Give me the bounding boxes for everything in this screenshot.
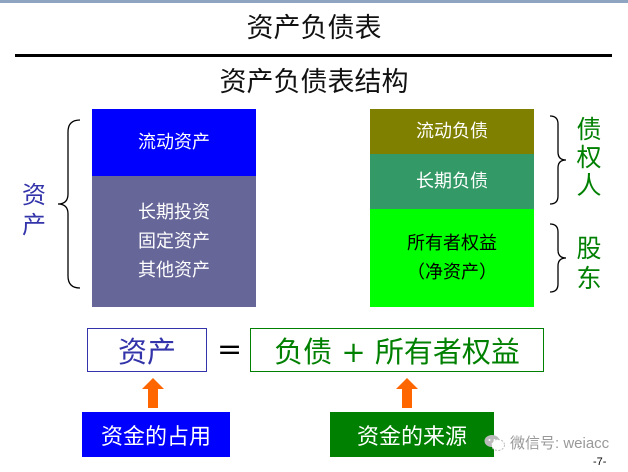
current-liabilities-block: 流动负债 <box>370 109 534 154</box>
longterm-liabilities-block: 长期负债 <box>370 154 534 209</box>
funds-source-label: 资金的来源 <box>330 412 494 457</box>
wechat-icon <box>484 434 505 451</box>
page-title: 资产负债表 <box>246 13 382 44</box>
equation-assets-box: 资产 <box>87 328 207 372</box>
funds-usage-label: 资金的占用 <box>82 412 230 457</box>
shareholders-brace-icon <box>549 223 567 293</box>
slide-subtitle: 资产负债表结构 <box>219 67 409 98</box>
up-arrow-icon <box>142 378 164 408</box>
title-divider <box>15 54 612 57</box>
creditors-label: 债权人 <box>576 115 602 200</box>
creditors-brace-icon <box>549 115 567 205</box>
up-arrow-icon <box>396 378 418 408</box>
top-border <box>0 0 628 3</box>
owners-equity-block: 所有者权益 （净资产） <box>370 209 534 307</box>
assets-brace-icon <box>57 119 81 289</box>
assets-side-label: 资产 <box>22 181 46 239</box>
page-number: -7- <box>593 456 607 468</box>
shareholders-label: 股东 <box>576 234 602 293</box>
current-assets-block: 流动资产 <box>92 109 256 176</box>
watermark: 微信号: weiacc <box>484 432 609 453</box>
watermark-text: 微信号: weiacc <box>510 435 610 452</box>
noncurrent-assets-block: 长期投资 固定资产 其他资产 <box>92 176 256 307</box>
equals-sign: = <box>217 332 243 367</box>
equation-claims-box: 负债 + 所有者权益 <box>250 328 544 372</box>
